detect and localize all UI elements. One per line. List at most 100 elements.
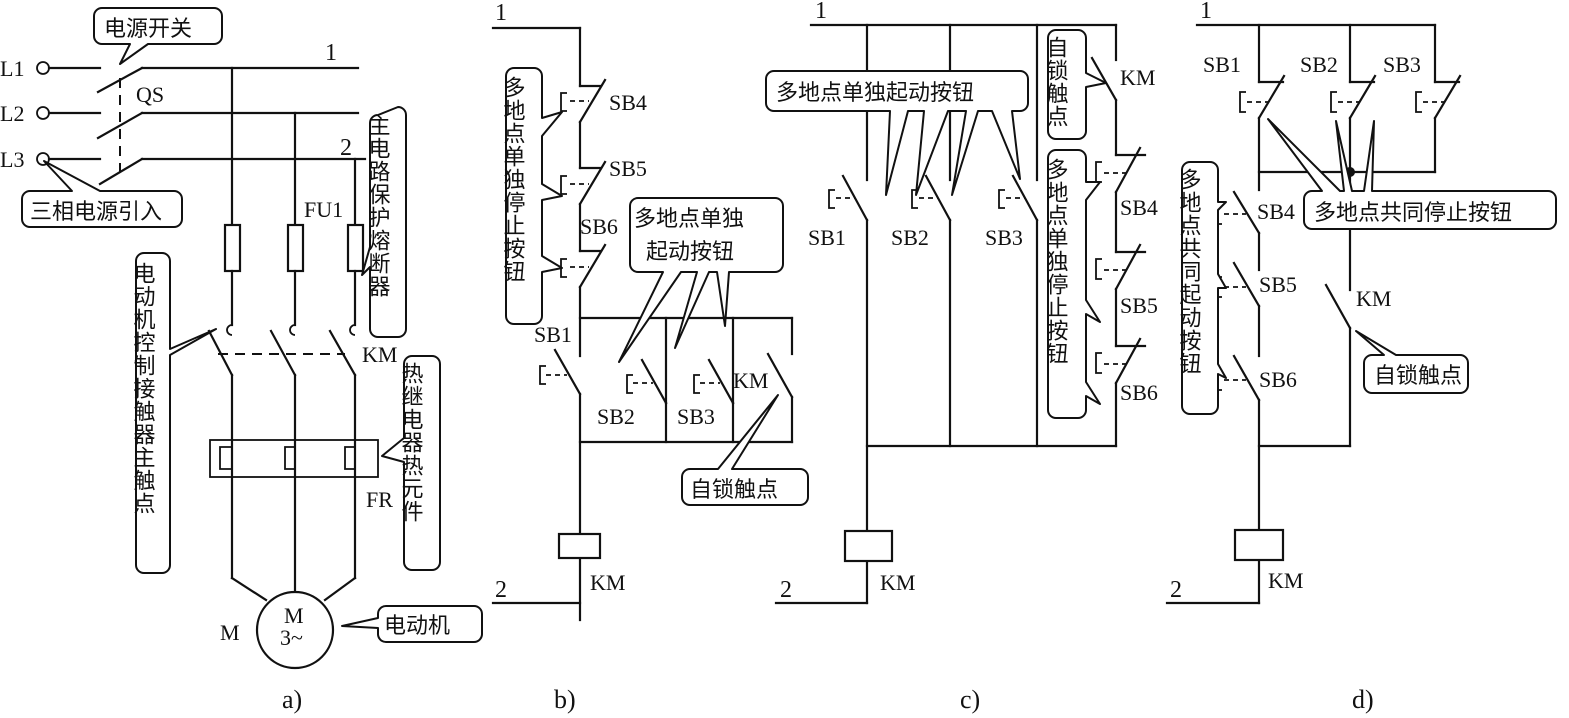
svg-text:自锁触点: 自锁触点 bbox=[690, 478, 778, 503]
self-lock-contact-km: KM bbox=[733, 316, 794, 444]
contactor-coil-km: KM bbox=[557, 532, 625, 595]
panel-caption-d: d) bbox=[1352, 685, 1374, 714]
callout-power-switch: 电源开关 bbox=[93, 7, 223, 65]
callout-stop-buttons: 多地点单独停止按钮 bbox=[1043, 149, 1101, 419]
svg-text:M: M bbox=[220, 620, 240, 645]
svg-text:SB3: SB3 bbox=[985, 225, 1023, 250]
start-button-sb2: SB2 bbox=[597, 358, 668, 429]
bus-number-1: 1 bbox=[815, 0, 827, 24]
svg-text:自锁触点: 自锁触点 bbox=[1043, 36, 1069, 128]
callout-self-lock: 自锁触点 bbox=[1043, 29, 1107, 140]
svg-text:多地点单独停止按钮: 多地点单独停止按钮 bbox=[500, 76, 526, 283]
panel-d-common-start-stop: 1 SB1 SB2 SB3 bbox=[1165, 0, 1557, 714]
svg-text:SB5: SB5 bbox=[1259, 272, 1297, 297]
svg-text:KM: KM bbox=[1120, 65, 1155, 90]
start-button-sb6: SB6 bbox=[1215, 354, 1297, 402]
svg-text:SB6: SB6 bbox=[580, 214, 618, 239]
svg-text:FU1: FU1 bbox=[304, 197, 343, 222]
callout-start-buttons: 多地点共同起动按钮 bbox=[1176, 161, 1227, 415]
svg-text:热继电器热元件: 热继电器热元件 bbox=[398, 362, 424, 523]
svg-text:多地点单独: 多地点单独 bbox=[634, 207, 744, 232]
bus-number-2: 2 bbox=[780, 577, 792, 603]
stop-button-sb5: SB5 bbox=[1095, 243, 1158, 318]
terminal-l2: L2 bbox=[0, 101, 102, 126]
stop-button-sb2: SB2 bbox=[1300, 52, 1377, 120]
start-button-sb1: SB1 bbox=[534, 322, 582, 396]
panel-c-separate-start-stop-parallel: 1 SB1 SB2 SB3 bbox=[765, 0, 1158, 714]
svg-text:SB1: SB1 bbox=[808, 225, 846, 250]
svg-text:SB1: SB1 bbox=[534, 322, 572, 347]
callout-stop-buttons: 多地点共同停止按钮 bbox=[1267, 118, 1557, 230]
fuse-fu1: FU1 bbox=[223, 197, 365, 273]
bus-number-1: 1 bbox=[325, 40, 337, 66]
bus-number-1: 1 bbox=[1200, 0, 1212, 24]
callout-self-lock: 自锁触点 bbox=[681, 394, 809, 506]
power-switch-qs: QS bbox=[96, 66, 367, 186]
bus-number-1: 1 bbox=[495, 0, 507, 26]
stop-button-sb1: SB1 bbox=[1203, 52, 1286, 120]
svg-text:多地点单独停止按钮: 多地点单独停止按钮 bbox=[1043, 158, 1069, 365]
svg-text:电动机: 电动机 bbox=[384, 614, 450, 639]
callout-self-lock: 自锁触点 bbox=[1355, 330, 1469, 394]
callout-start-buttons: 多地点单独起动按钮 bbox=[765, 70, 1029, 196]
stop-button-sb4: SB4 bbox=[560, 78, 647, 124]
svg-text:KM: KM bbox=[590, 570, 625, 595]
svg-text:SB5: SB5 bbox=[609, 156, 647, 181]
callout-contactor-main: 电动机控制接触器主触点 bbox=[130, 252, 217, 574]
self-lock-contact-km: KM bbox=[1090, 56, 1155, 102]
svg-text:L1: L1 bbox=[0, 56, 24, 81]
stop-button-sb5: SB5 bbox=[560, 156, 647, 206]
panel-a-main-circuit: L1 L2 L3 QS 1 2 bbox=[0, 7, 483, 714]
svg-text:SB1: SB1 bbox=[1203, 52, 1241, 77]
stop-button-sb4: SB4 bbox=[1095, 146, 1158, 220]
bus-number-2: 2 bbox=[495, 577, 507, 603]
svg-text:多地点共同起动按钮: 多地点共同起动按钮 bbox=[1176, 168, 1202, 375]
bus-number-2: 2 bbox=[1170, 577, 1182, 603]
svg-text:KM: KM bbox=[880, 570, 915, 595]
svg-text:KM: KM bbox=[362, 342, 397, 367]
svg-text:KM: KM bbox=[1268, 568, 1303, 593]
svg-text:3~: 3~ bbox=[280, 625, 303, 650]
start-button-sb3: SB3 bbox=[677, 358, 735, 429]
svg-text:起动按钮: 起动按钮 bbox=[646, 240, 734, 265]
svg-text:FR: FR bbox=[366, 487, 393, 512]
svg-text:电动机控制接触器主触点: 电动机控制接触器主触点 bbox=[130, 262, 156, 515]
svg-text:SB2: SB2 bbox=[1300, 52, 1338, 77]
terminal-l1: L1 bbox=[0, 56, 102, 81]
start-button-sb1: SB1 bbox=[808, 174, 869, 250]
svg-text:KM: KM bbox=[733, 368, 768, 393]
contactor-coil-km: KM bbox=[1233, 528, 1303, 593]
callout-main-fuse: 主电路保护熔断器 bbox=[361, 106, 407, 338]
svg-text:QS: QS bbox=[136, 82, 164, 107]
svg-text:SB4: SB4 bbox=[1257, 199, 1295, 224]
svg-text:M: M bbox=[284, 603, 304, 628]
svg-text:SB3: SB3 bbox=[677, 404, 715, 429]
svg-text:KM: KM bbox=[1356, 286, 1391, 311]
callout-motor: 电动机 bbox=[341, 605, 483, 643]
svg-text:SB2: SB2 bbox=[597, 404, 635, 429]
svg-text:L3: L3 bbox=[0, 147, 24, 172]
svg-text:SB6: SB6 bbox=[1120, 380, 1158, 405]
svg-text:L2: L2 bbox=[0, 101, 24, 126]
motor-m: M 3~ M bbox=[220, 576, 357, 670]
svg-text:多地点共同停止按钮: 多地点共同停止按钮 bbox=[1314, 201, 1512, 226]
callout-start-buttons: 多地点单独 起动按钮 bbox=[618, 197, 784, 363]
stop-button-sb3: SB3 bbox=[1383, 52, 1462, 120]
panel-caption-c: c) bbox=[960, 685, 980, 714]
svg-text:SB5: SB5 bbox=[1120, 293, 1158, 318]
stop-button-sb6: SB6 bbox=[560, 214, 618, 289]
svg-text:SB4: SB4 bbox=[609, 90, 647, 115]
callout-thermal-element: 热继电器热元件 bbox=[381, 355, 441, 571]
bus-number-2: 2 bbox=[340, 135, 352, 161]
self-lock-contact-km: KM bbox=[1324, 283, 1391, 330]
stop-button-sb6: SB6 bbox=[1095, 337, 1158, 405]
thermal-relay-fr: FR bbox=[209, 439, 393, 512]
svg-text:自锁触点: 自锁触点 bbox=[1374, 364, 1462, 389]
panel-caption-b: b) bbox=[554, 685, 576, 714]
start-button-sb5: SB5 bbox=[1215, 261, 1297, 308]
start-button-sb4: SB4 bbox=[1215, 190, 1295, 235]
start-button-sb2: SB2 bbox=[891, 174, 952, 250]
contactor-coil-km: KM bbox=[843, 529, 915, 595]
svg-text:多地点单独起动按钮: 多地点单独起动按钮 bbox=[776, 81, 974, 106]
